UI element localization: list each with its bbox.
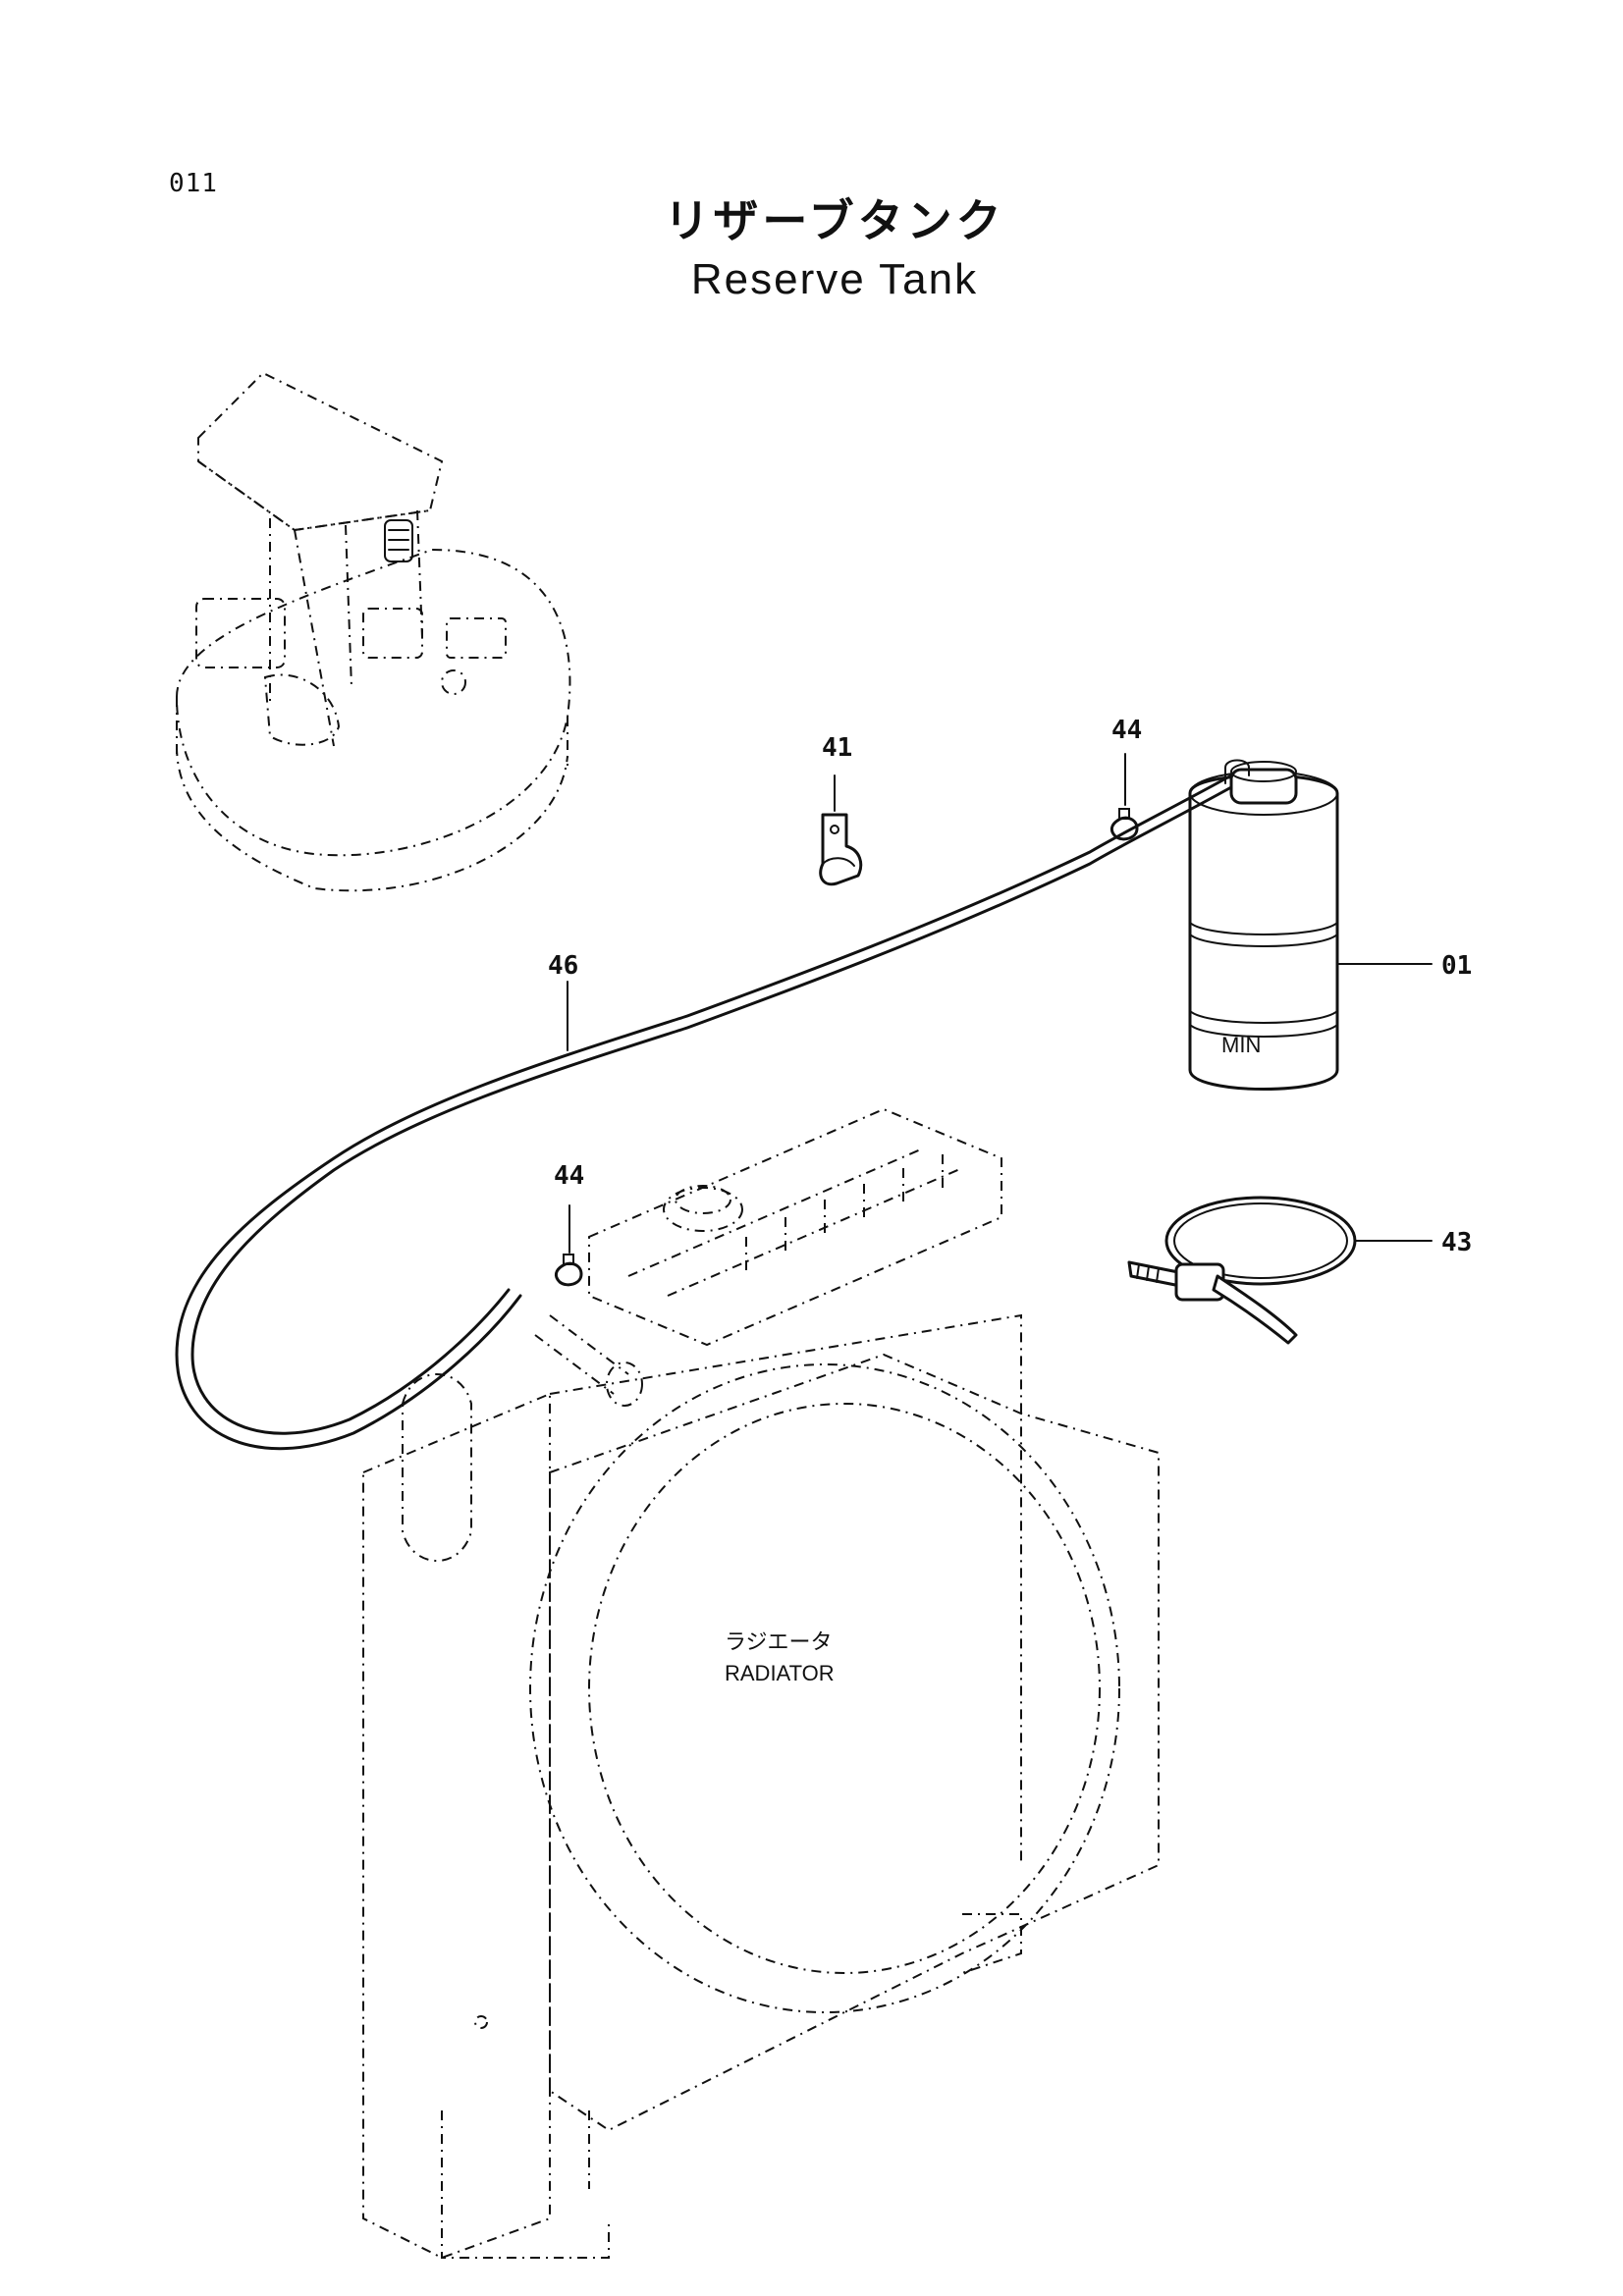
band-clamp-part-43 <box>1127 1196 1433 1345</box>
overflow-hose-part-46 <box>175 774 1233 1451</box>
page-title-english: Reserve Tank <box>690 255 979 303</box>
reserve-tank-part-01 <box>1188 759 1433 1091</box>
machine-overview-illustration <box>175 371 571 892</box>
radiator-label-english: RADIATOR <box>725 1661 835 1685</box>
part-label-41: 41 <box>822 733 852 763</box>
radiator-illustration <box>362 1107 1160 2260</box>
hose-clamp-part-44-top <box>1109 753 1139 841</box>
bracket-part-41 <box>819 774 863 886</box>
part-label-01: 01 <box>1441 951 1472 981</box>
part-label-44-bottom: 44 <box>554 1161 584 1191</box>
tank-min-mark: MIN <box>1221 1033 1261 1057</box>
radiator-label-japanese: ラジエータ <box>725 1629 833 1654</box>
page-number: 011 <box>169 169 218 198</box>
part-label-46: 46 <box>548 951 578 981</box>
page-title-japanese: リザーブタンク <box>664 194 1005 247</box>
part-label-43: 43 <box>1441 1228 1472 1257</box>
part-label-44-top: 44 <box>1111 716 1142 745</box>
hose-clamp-part-44-bottom <box>554 1204 583 1287</box>
title-block: リザーブタンク Reserve Tank <box>589 191 1080 309</box>
